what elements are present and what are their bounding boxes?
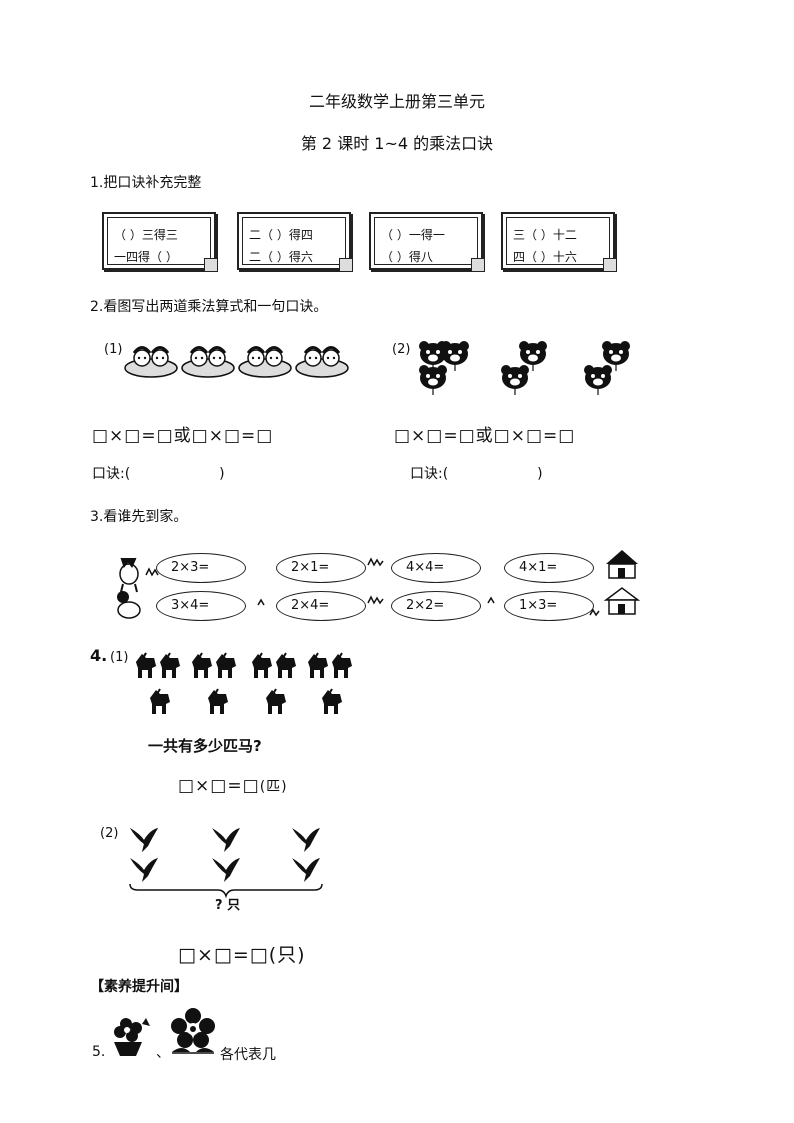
equation-oval[interactable]: 2×4= xyxy=(276,591,366,621)
rhyme-card-2: 二（ ）得四 二（ ）得六 xyxy=(237,212,352,271)
page-curl-icon xyxy=(339,258,352,271)
q4-part1-tag: (1) xyxy=(110,650,129,665)
q4-number: 4. xyxy=(90,646,108,665)
q4-part2-tag: (2) xyxy=(100,826,119,841)
lesson-subtitle: 第 2 课时 1~4 的乘法口诀 xyxy=(300,134,494,153)
equation-oval[interactable]: 2×3= xyxy=(156,553,246,583)
q5-text: 各代表几 xyxy=(220,1047,276,1063)
page-curl-icon xyxy=(603,258,616,271)
q2-equation-right[interactable]: □×□=□或□×□=□ xyxy=(394,426,576,446)
q2-equation-left[interactable]: □×□=□或□×□=□ xyxy=(92,426,274,446)
swallows-illustration xyxy=(129,828,323,899)
equation-oval[interactable]: 4×4= xyxy=(391,553,481,583)
child-plate-icon xyxy=(124,346,178,378)
q5-separator: 、 xyxy=(156,1045,170,1061)
equation-oval[interactable]: 3×4= xyxy=(156,591,246,621)
brace-icon xyxy=(129,883,323,899)
q2-rhyme-left[interactable]: 口诀:( ) xyxy=(92,466,225,482)
q4-question: 一共有多少匹马? xyxy=(148,737,262,755)
horses-illustration xyxy=(135,652,353,715)
grass-icons xyxy=(145,557,600,617)
q2-label: 2.看图写出两道乘法算式和一句口诀。 xyxy=(90,299,328,315)
rhyme-card-1: （ ）三得三 一四得（ ） xyxy=(102,212,217,271)
q2-rhyme-right[interactable]: 口诀:( ) xyxy=(410,466,543,482)
rhyme-card-1-line1: （ ）三得三 xyxy=(114,228,178,242)
rhyme-card-3-line1: （ ）一得一 xyxy=(381,228,445,242)
rhyme-card-4: 三（ ）十二 四（ ）十六 xyxy=(501,212,616,271)
house-icon xyxy=(603,550,641,615)
rhyme-card-1-line2: 一四得（ ） xyxy=(114,250,178,264)
page-curl-icon xyxy=(471,258,484,271)
flower-icon xyxy=(171,1008,215,1054)
equation-oval[interactable]: 2×2= xyxy=(391,591,481,621)
rhyme-card-4-line2: 四（ ）十六 xyxy=(513,250,577,264)
equation-oval[interactable]: 4×1= xyxy=(504,553,594,583)
q4-unit-1: (匹) xyxy=(259,779,288,795)
q4-equation-1[interactable]: □×□=□(匹) xyxy=(178,776,288,796)
q2-part2-tag: (2) xyxy=(392,342,411,357)
rhyme-card-2-line2: 二（ ）得六 xyxy=(249,250,313,264)
q5-number: 5. xyxy=(92,1044,106,1060)
q4-equation-1-text: □×□=□ xyxy=(178,776,260,796)
page-title: 二年级数学上册第三单元 xyxy=(308,92,485,111)
rhyme-card-2-line1: 二（ ）得四 xyxy=(249,228,313,242)
flower-pot-icon xyxy=(114,1018,150,1056)
animals-icon xyxy=(117,557,141,619)
q2-part1-tag: (1) xyxy=(104,342,123,357)
q3-label: 3.看谁先到家。 xyxy=(90,509,188,525)
equation-oval[interactable]: 2×1= xyxy=(276,553,366,583)
q4-unit-2: (只) xyxy=(268,944,306,966)
rhyme-card-3: （ ）一得一 （ ）得八 xyxy=(369,212,484,271)
q4-equation-2-text: □×□=□ xyxy=(178,944,269,966)
bear-balloon-icon xyxy=(419,341,447,371)
q1-label: 1.把口诀补充完整 xyxy=(90,175,202,191)
children-plates-illustration xyxy=(124,346,350,379)
rhyme-card-4-line1: 三（ ）十二 xyxy=(513,228,577,242)
bear-balloons-illustration xyxy=(418,340,631,396)
equation-oval[interactable]: 1×3= xyxy=(504,591,594,621)
q4-equation-2[interactable]: □×□=□(只) xyxy=(178,940,306,967)
rhyme-card-3-line2: （ ）得八 xyxy=(381,250,433,264)
section-heading: 【素养提升间】 xyxy=(90,979,188,995)
brace-label: ? 只 xyxy=(215,898,241,913)
page-curl-icon xyxy=(204,258,217,271)
